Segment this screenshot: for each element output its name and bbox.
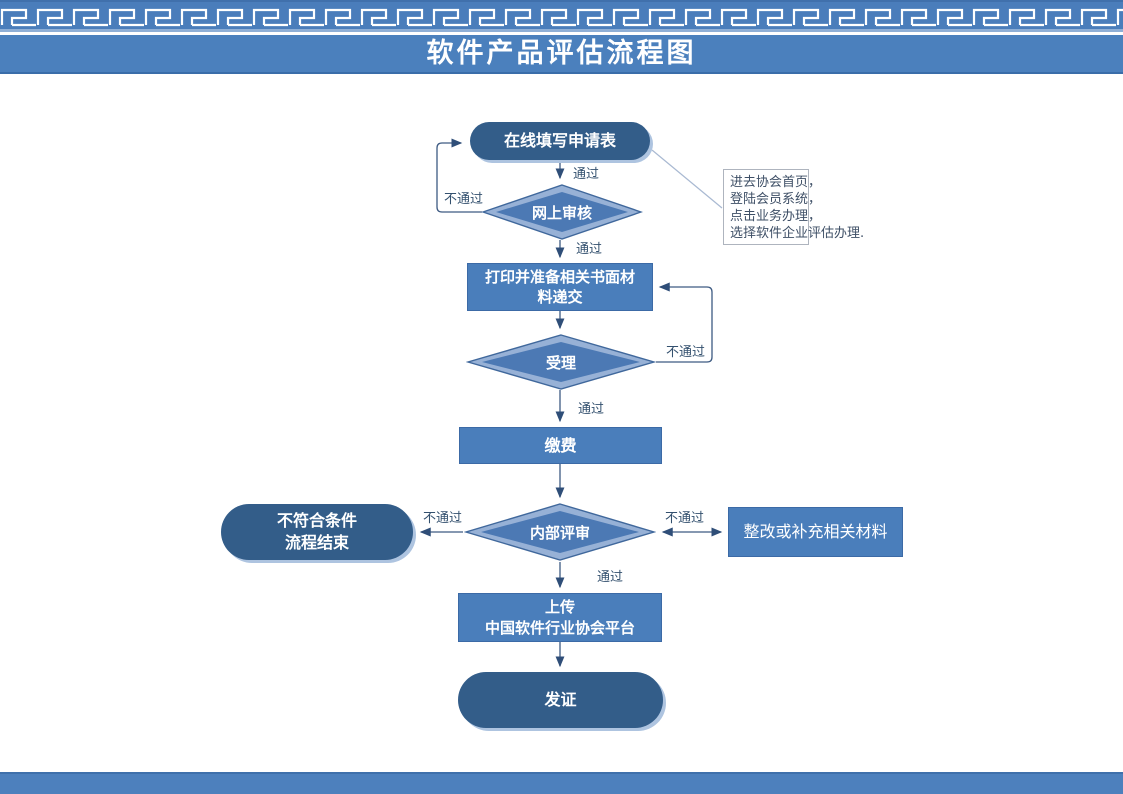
note-box: 进去协会首页， 登陆会员系统， 点击业务办理， 选择软件企业评估办理. bbox=[723, 169, 865, 245]
node-internal-review-label: 内部评审 bbox=[529, 523, 590, 542]
node-not-qualified-label: 不符合条件 流程结束 bbox=[276, 511, 357, 552]
node-start-label: 在线填写申请表 bbox=[503, 131, 616, 151]
node-issue-cert-label: 发证 bbox=[544, 690, 577, 710]
node-online-review: 网上审核 bbox=[481, 184, 643, 240]
node-accept: 受理 bbox=[466, 334, 656, 390]
edge-label-pass-4: 通过 bbox=[597, 570, 624, 585]
connector-start-to-note bbox=[651, 149, 723, 209]
node-start: 在线填写申请表 bbox=[470, 122, 650, 160]
edge-label-fail-1: 不通过 bbox=[444, 192, 484, 207]
diamond-shape-icon bbox=[481, 184, 643, 240]
node-print-materials: 打印并准备相关书面材料递交 bbox=[467, 263, 653, 311]
node-print-materials-label: 打印并准备相关书面材料递交 bbox=[484, 267, 635, 306]
edge-label-pass-3: 通过 bbox=[578, 402, 605, 417]
footer-band bbox=[0, 772, 1123, 794]
node-online-review-label: 网上审核 bbox=[531, 203, 592, 222]
title-band: 软件产品评估流程图 bbox=[0, 35, 1123, 74]
node-pay: 缴费 bbox=[459, 427, 662, 464]
note-line: 点击业务办理， bbox=[730, 209, 822, 224]
node-issue-cert: 发证 bbox=[458, 672, 663, 728]
edge-label-pass-1: 通过 bbox=[573, 167, 600, 182]
node-internal-review: 内部评审 bbox=[464, 503, 656, 561]
edge-label-fail-4: 不通过 bbox=[665, 511, 705, 526]
node-rectify-label: 整改或补充相关材料 bbox=[743, 522, 888, 542]
diamond-shape-icon bbox=[464, 503, 656, 561]
greek-key-border bbox=[0, 0, 1123, 32]
edge-label-fail-3: 不通过 bbox=[423, 511, 463, 526]
node-not-qualified: 不符合条件 流程结束 bbox=[221, 504, 413, 560]
node-upload-platform: 上传 中国软件行业协会平台 bbox=[458, 593, 662, 642]
edge-label-fail-2: 不通过 bbox=[666, 345, 706, 360]
greek-key-pattern-icon bbox=[0, 2, 1123, 29]
node-accept-label: 受理 bbox=[545, 353, 576, 372]
page-title: 软件产品评估流程图 bbox=[426, 38, 697, 69]
node-rectify: 整改或补充相关材料 bbox=[728, 507, 903, 557]
node-pay-label: 缴费 bbox=[544, 435, 577, 455]
node-upload-platform-label: 上传 中国软件行业协会平台 bbox=[484, 598, 635, 637]
note-line: 选择软件企业评估办理. bbox=[730, 226, 865, 241]
diamond-shape-icon bbox=[466, 334, 656, 390]
edge-label-pass-2: 通过 bbox=[576, 242, 603, 257]
note-line: 登陆会员系统， bbox=[730, 192, 822, 207]
note-line: 进去协会首页， bbox=[730, 175, 822, 190]
